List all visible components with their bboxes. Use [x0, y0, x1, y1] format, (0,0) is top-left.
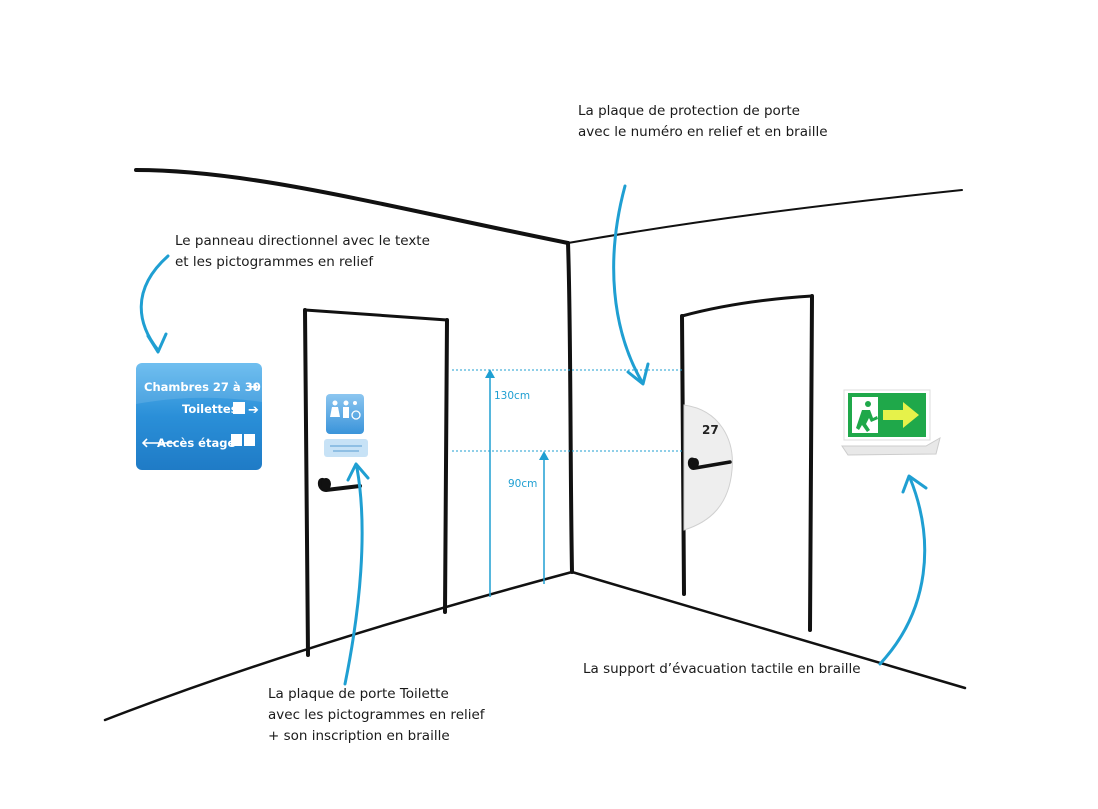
arrow-right-icon: ➔ — [248, 380, 259, 395]
exit-arrow-right-icon — [883, 402, 919, 428]
evacuation-sign — [841, 389, 941, 456]
stairs-icon — [231, 434, 242, 446]
height-measurements: 130cm 90cm — [452, 369, 682, 597]
caption-line: La plaque de porte Toilette — [268, 686, 449, 702]
caption-line: + son inscription en braille — [268, 728, 450, 744]
caption-line: avec les pictogrammes en relief — [268, 707, 485, 723]
caption-door-protection-plate: La plaque de protection de porte avec le… — [578, 101, 828, 143]
sign-row-toilettes: Toilettes — [182, 402, 238, 416]
arrow-to-toilet-plate — [343, 466, 364, 686]
sign-row-chambres: Chambres 27 à 30 — [144, 380, 261, 394]
door-handle-left — [317, 477, 362, 493]
measure-90: 90cm — [508, 478, 537, 490]
caption-line: et les pictogrammes en relief — [175, 254, 374, 270]
elevator-icon — [244, 434, 255, 446]
caption-line: La plaque de protection de porte — [578, 103, 800, 119]
caption-toilet-door-plate: La plaque de porte Toilette avec les pic… — [268, 684, 485, 747]
sign-row-acces-etage: Accès étage — [157, 436, 235, 450]
caption-evacuation-support: La support d’évacuation tactile en brail… — [583, 659, 861, 680]
callout-arrows — [139, 184, 928, 686]
caption-line: Le panneau directionnel avec le texte — [175, 233, 430, 249]
caption-directional-panel: Le panneau directionnel avec le texte et… — [175, 231, 430, 273]
arrow-to-evacuation-sign — [878, 476, 927, 666]
braille-plate — [324, 439, 368, 457]
running-man-icon — [856, 401, 878, 432]
toilet-door-plate — [324, 394, 368, 457]
arrow-to-protection-plate — [612, 184, 644, 384]
caption-line: avec le numéro en relief et en braille — [578, 124, 828, 140]
room-sketch — [103, 168, 967, 722]
measure-130: 130cm — [494, 390, 530, 402]
directional-sign: Chambres 27 à 30 ➔ Toilettes ➔ 🡐 Accès é… — [136, 363, 262, 470]
door-number: 27 — [702, 423, 719, 437]
door-protection-plate: 27 — [683, 404, 733, 531]
arrow-right-icon: ➔ — [248, 403, 259, 418]
toilet-pictogram-icon — [233, 402, 245, 414]
toilet-pictogram-icon — [330, 400, 361, 420]
arrow-left-icon: 🡐 — [141, 436, 176, 451]
caption-line: La support d’évacuation tactile en brail… — [583, 661, 861, 677]
